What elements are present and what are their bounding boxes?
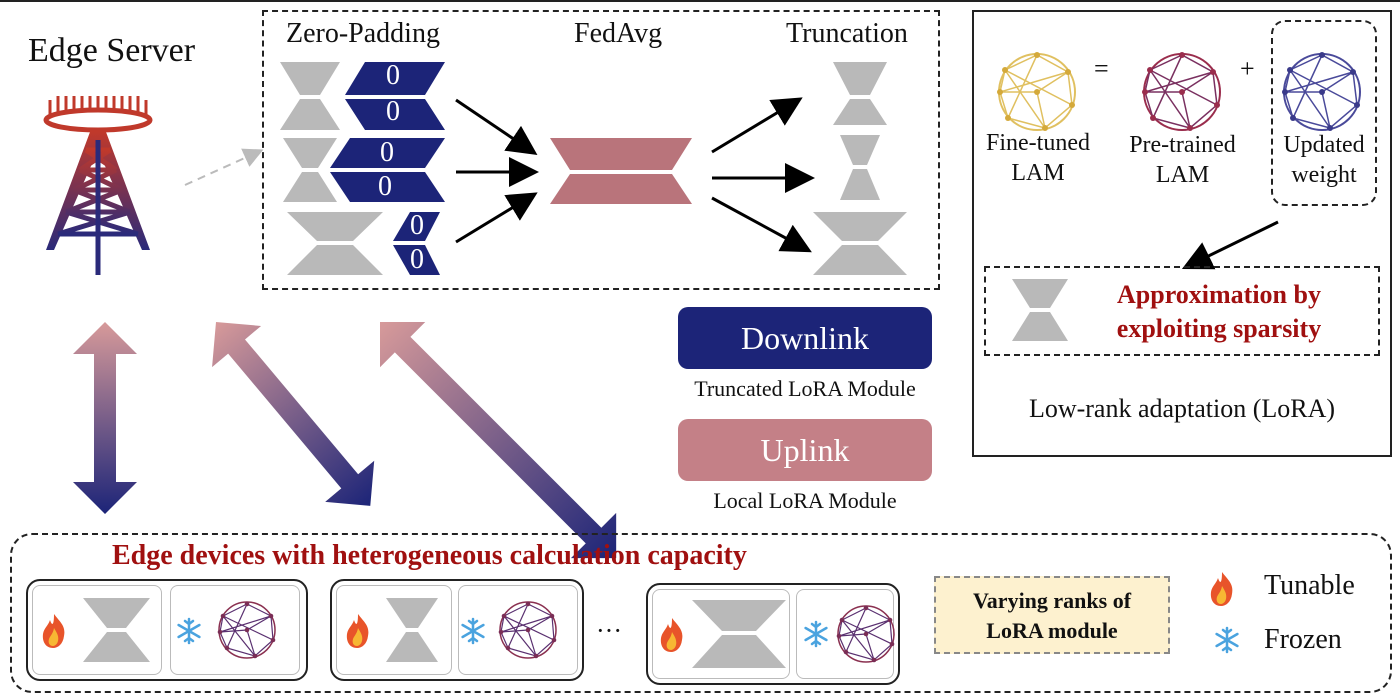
fl-pipeline-box xyxy=(262,10,940,290)
uplink-badge: Uplink xyxy=(678,419,932,481)
pretrained-label-line1: Pre-trained xyxy=(1129,132,1236,158)
lora-module-card xyxy=(336,585,452,675)
lora-module-card xyxy=(32,585,162,675)
zero-label: 0 xyxy=(410,210,424,241)
lora-module-card xyxy=(652,589,790,679)
tunable-legend-label: Tunable xyxy=(1264,570,1355,601)
pretrained-label-line2: LAM xyxy=(1155,162,1210,188)
zero-padding-blocks xyxy=(330,62,445,275)
uplink-downlink-arrows xyxy=(73,322,617,559)
varying-ranks-line1: Varying ranks of xyxy=(972,588,1132,613)
approximation-line2: exploiting sparsity xyxy=(1116,314,1322,343)
geodesic-sphere-icon xyxy=(1282,52,1361,131)
zero-label: 0 xyxy=(386,96,400,127)
more-devices-ellipsis: ··· xyxy=(596,616,622,645)
zero-padding-title: Zero-Padding xyxy=(286,18,440,49)
zero-label: 0 xyxy=(410,244,424,275)
downlink-caption: Truncated LoRA Module xyxy=(694,376,916,401)
lora-panel xyxy=(972,10,1392,457)
varying-ranks-note xyxy=(934,576,1170,654)
approximation-line1: Approximation by xyxy=(1117,280,1321,309)
zero-label: 0 xyxy=(378,171,392,202)
updated-label-line1: Updated xyxy=(1283,132,1365,158)
approximation-box xyxy=(984,266,1380,356)
frozen-legend-label: Frozen xyxy=(1264,624,1342,655)
base-model-card xyxy=(170,585,300,675)
lora-panel-title: Low-rank adaptation (LoRA) xyxy=(1028,394,1336,423)
approximation-lora-module xyxy=(1012,279,1068,341)
truncation-lora-modules xyxy=(813,62,907,275)
radio-tower-icon xyxy=(43,96,153,275)
geodesic-sphere-icon xyxy=(997,52,1076,131)
uplink-label: Uplink xyxy=(760,431,850,468)
edge-devices-title: Edge devices with heterogeneous calculat… xyxy=(112,540,747,571)
equals-sign: = xyxy=(1094,54,1109,83)
zero-padding-lora-modules xyxy=(280,62,383,275)
zero-label: 0 xyxy=(380,137,394,168)
finetuned-label-line1: Fine-tuned xyxy=(986,130,1090,156)
zero-label: 0 xyxy=(386,60,400,91)
finetuned-label-line2: LAM xyxy=(1011,160,1065,186)
geodesic-sphere-icon xyxy=(1142,52,1221,131)
edge-devices-box xyxy=(10,533,1392,693)
truncation-title: Truncation xyxy=(786,18,908,49)
edge-server-label: Edge Server xyxy=(28,32,196,69)
uplink-caption: Local LoRA Module xyxy=(713,488,897,513)
fedavg-title: FedAvg xyxy=(574,18,663,49)
plus-sign: + xyxy=(1240,54,1255,83)
downlink-label: Downlink xyxy=(741,319,869,356)
updated-weight-box xyxy=(1271,20,1377,206)
varying-ranks-line2: LoRA module xyxy=(986,618,1118,643)
downlink-badge: Downlink xyxy=(678,307,932,369)
fedavg-module xyxy=(550,138,692,204)
base-model-card xyxy=(458,585,578,675)
updated-label-line2: weight xyxy=(1291,162,1357,188)
base-model-card xyxy=(796,589,894,679)
